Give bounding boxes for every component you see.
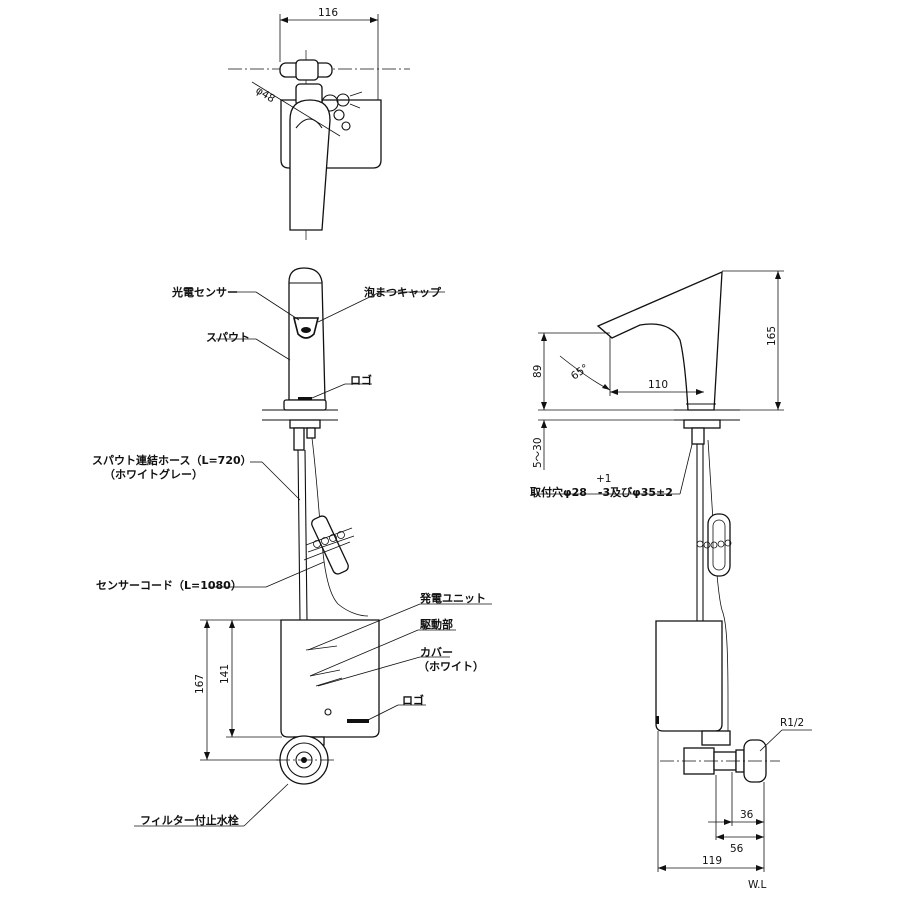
label-drive: 駆動部 [420, 617, 453, 631]
dim-110: 110 [648, 379, 668, 391]
label-spout: スパウト [206, 331, 250, 344]
dim-36: 36 [740, 809, 754, 821]
dim-165: 165 [766, 326, 778, 346]
label-hose-color: （ホワイトグレー） [104, 467, 203, 481]
label-wl: W.L [748, 879, 767, 891]
label-hose: スパウト連結ホース（L=720） [92, 453, 252, 467]
label-cover-color: （ホワイト） [418, 660, 484, 673]
side-box-mark [656, 716, 659, 724]
box-logo-mark [347, 719, 369, 723]
label-mount-hole: 取付穴φ28 -3及びφ35±2 [530, 485, 673, 499]
label-logo-top: ロゴ [350, 373, 372, 387]
dim-167: 167 [194, 674, 206, 694]
dim-119: 119 [702, 855, 722, 867]
label-sensor: 光電センサー [171, 285, 238, 299]
dim-116: 116 [318, 7, 338, 19]
label-thread: R1/2 [780, 717, 804, 729]
label-logo-bottom: ロゴ [402, 693, 424, 707]
dim-141: 141 [219, 664, 231, 684]
label-valve: フィルター付止水栓 [140, 813, 239, 827]
label-cap: 泡まつキャップ [364, 285, 442, 299]
mount-tolerance: +1 [596, 473, 611, 485]
side-view: 165 89 65° 110 5～30 +1 取付穴φ28 -3及びφ35±2 [530, 270, 812, 891]
dim-phi48: φ48 [253, 84, 277, 105]
top-view: 116 φ48 [228, 7, 410, 240]
label-sensor-cord: センサーコード（L=1080） [96, 579, 242, 592]
front-logo-mark [298, 397, 312, 400]
dim-89: 89 [532, 365, 544, 378]
dim-56: 56 [730, 843, 744, 855]
dim-5-30: 5～30 [532, 437, 544, 468]
label-cover: カバー [420, 646, 453, 659]
label-generator: 発電ユニット [419, 591, 486, 605]
front-view: 167 141 光電センサー 泡まつキャップ スパウト ロゴ スパウト連結ホース… [92, 267, 492, 827]
